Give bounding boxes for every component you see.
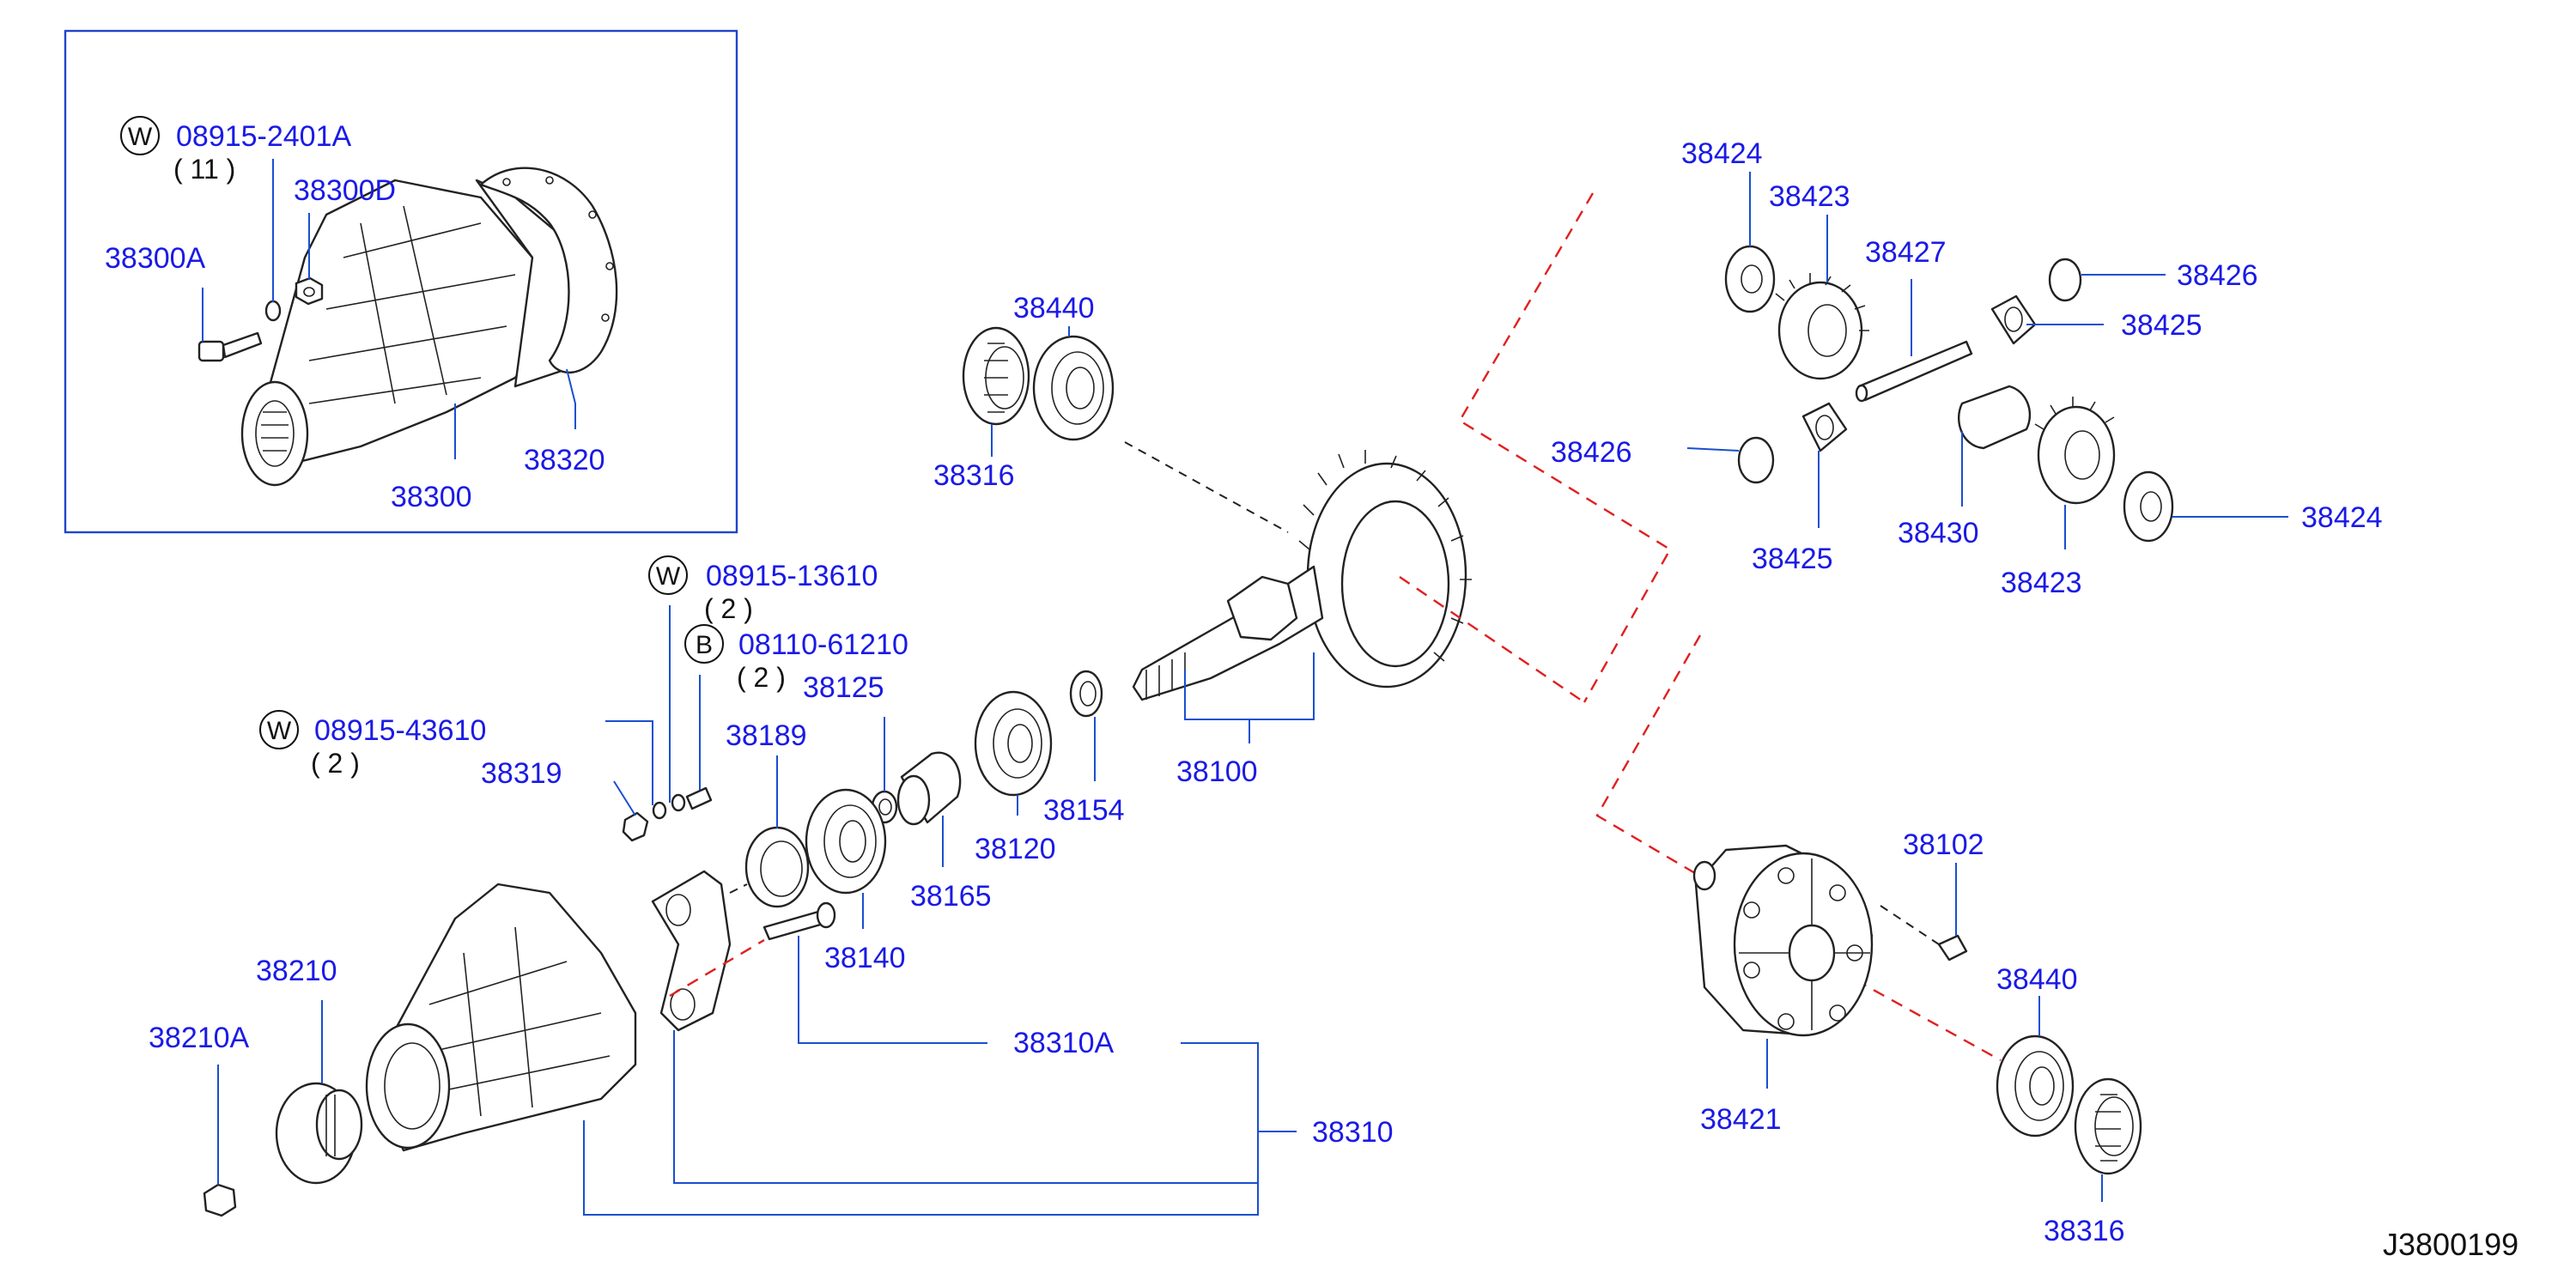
callout-08915-13610[interactable]: 08915-13610 xyxy=(706,560,878,592)
callout-38430[interactable]: 38430 xyxy=(1898,517,1979,549)
part-38423-side-gear-top[interactable] xyxy=(1775,273,1869,380)
part-08110-61210-bolt[interactable] xyxy=(671,786,713,812)
part-38319-breather[interactable] xyxy=(622,811,649,842)
callout-38316-bot[interactable]: 38316 xyxy=(2044,1215,2125,1247)
part-38189-bearing-cup[interactable] xyxy=(744,826,810,908)
callout-qty-2-bolt: ( 2 ) xyxy=(737,662,786,693)
callout-38154[interactable]: 38154 xyxy=(1043,794,1125,827)
callout-38427[interactable]: 38427 xyxy=(1865,236,1947,269)
part-38421-differential-case[interactable] xyxy=(1692,844,1874,1037)
part-38316-side-retainer-top[interactable] xyxy=(962,326,1030,426)
callout-38423-bot[interactable]: 38423 xyxy=(2001,567,2082,599)
part-38424-thrust-washer-top[interactable] xyxy=(1724,245,1776,313)
dash-bolt-to-case xyxy=(1880,905,1940,945)
part-38210A-nut[interactable] xyxy=(203,1183,237,1217)
callout-38440-top[interactable]: 38440 xyxy=(1013,292,1095,325)
callout-38310A[interactable]: 38310A xyxy=(1013,1027,1115,1059)
leader-08915-43610 xyxy=(605,720,653,805)
part-38310A-bolt[interactable] xyxy=(762,901,836,941)
part-38316-side-retainer-bot[interactable] xyxy=(2074,1077,2142,1175)
part-38310-gear-carrier[interactable] xyxy=(365,883,637,1152)
callout-38300A[interactable]: 38300A xyxy=(105,242,206,275)
callout-38425-top[interactable]: 38425 xyxy=(2121,309,2202,342)
callout-38125[interactable]: 38125 xyxy=(803,671,884,704)
callout-qty-11: ( 11 ) xyxy=(173,154,235,185)
leader-38319 xyxy=(613,780,636,816)
callout-38189[interactable]: 38189 xyxy=(726,719,807,752)
callout-38300[interactable]: 38300 xyxy=(391,481,472,513)
callout-qty-2-left: ( 2 ) xyxy=(311,748,360,779)
callout-38120[interactable]: 38120 xyxy=(975,833,1056,865)
tag-bolt: B xyxy=(684,624,724,664)
part-38425-pinion-gear-top[interactable] xyxy=(1990,294,2037,345)
callout-38424-top[interactable]: 38424 xyxy=(1681,137,1763,170)
callout-08915-2401A[interactable]: 08915-2401A xyxy=(176,120,352,153)
diff-internal-leaders xyxy=(1686,172,2288,549)
part-38423-side-gear-bot[interactable] xyxy=(2034,397,2116,505)
callout-38300D[interactable]: 38300D xyxy=(294,174,396,207)
part-38425-pinion-gear-bot[interactable] xyxy=(1801,402,1848,452)
callout-08110-61210[interactable]: 08110-61210 xyxy=(738,628,908,661)
part-38210-companion-flange[interactable] xyxy=(275,1082,363,1185)
callout-38319[interactable]: 38319 xyxy=(481,757,562,790)
diagram-code: J3800199 xyxy=(2383,1227,2518,1262)
leader-38310A xyxy=(798,936,987,1044)
leader-38100-bracket xyxy=(1184,652,1315,743)
callout-38100[interactable]: 38100 xyxy=(1176,755,1258,788)
part-38310-cap[interactable] xyxy=(651,870,732,1032)
svg-text:W: W xyxy=(128,123,153,151)
svg-text:B: B xyxy=(696,631,713,659)
svg-text:W: W xyxy=(267,717,292,745)
tag-washer-left: W xyxy=(259,710,299,749)
part-38300A-bolt[interactable] xyxy=(197,331,263,362)
part-38300D-nut[interactable] xyxy=(295,276,324,306)
svg-text:W: W xyxy=(656,562,681,591)
callout-38210[interactable]: 38210 xyxy=(256,955,337,987)
callout-qty-2-mid: ( 2 ) xyxy=(704,593,753,624)
callout-38316-top[interactable]: 38316 xyxy=(933,459,1015,492)
tag-washer-top: W xyxy=(120,116,160,155)
callout-08915-43610[interactable]: 08915-43610 xyxy=(314,714,486,747)
callout-38210A[interactable]: 38210A xyxy=(149,1022,250,1054)
callout-38424-bot[interactable]: 38424 xyxy=(2301,501,2383,534)
part-38140-bearing[interactable] xyxy=(805,788,887,895)
part-38100-ring-gear-pinion[interactable] xyxy=(1132,450,1472,701)
inset-leaders xyxy=(202,159,576,459)
callout-38140[interactable]: 38140 xyxy=(824,942,906,974)
part-38427-pinion-shaft[interactable] xyxy=(1855,340,1973,403)
part-38154-washer[interactable] xyxy=(1069,670,1103,718)
part-38320-gasket[interactable] xyxy=(479,167,618,373)
part-38120-bearing[interactable] xyxy=(974,690,1053,797)
dash-cup xyxy=(729,883,748,894)
part-38440-bearing-top[interactable] xyxy=(1032,335,1115,441)
callout-38425-bot[interactable]: 38425 xyxy=(1752,543,1833,575)
dash-bearing-to-gear xyxy=(1124,441,1289,533)
dash-cap-to-housing xyxy=(669,938,765,998)
callout-38423-top[interactable]: 38423 xyxy=(1769,180,1850,213)
callout-38320[interactable]: 38320 xyxy=(524,444,605,476)
part-38426-washer-mid[interactable] xyxy=(1737,436,1775,484)
part-38165-spacer[interactable] xyxy=(896,751,962,826)
part-08915-2401A-washer[interactable] xyxy=(264,300,282,322)
part-08915-13610-washer[interactable] xyxy=(652,801,667,820)
callout-38421[interactable]: 38421 xyxy=(1700,1103,1782,1136)
callout-38102[interactable]: 38102 xyxy=(1903,828,1984,861)
callout-38310[interactable]: 38310 xyxy=(1312,1116,1394,1149)
dash-ring-to-case xyxy=(1399,576,1585,703)
part-38440-bearing-bot[interactable] xyxy=(1996,1034,2075,1138)
dash-diff-gears-group xyxy=(1458,192,1672,703)
tag-washer-mid: W xyxy=(648,555,688,595)
part-38426-washer-top[interactable] xyxy=(2048,258,2082,302)
callout-38426-top[interactable]: 38426 xyxy=(2177,259,2258,292)
part-38424-thrust-washer-bot[interactable] xyxy=(2123,470,2174,543)
callout-38165[interactable]: 38165 xyxy=(910,880,992,913)
leader-38310 xyxy=(583,1030,1297,1216)
part-38102-bolt[interactable] xyxy=(1937,934,1968,962)
part-38430-thrust-block[interactable] xyxy=(1958,385,2032,450)
part-38300-carrier-assembly[interactable] xyxy=(240,179,594,487)
callout-38440-bot[interactable]: 38440 xyxy=(1996,963,2078,996)
assembly-inset-frame xyxy=(64,29,738,534)
callout-38426-mid[interactable]: 38426 xyxy=(1551,436,1632,469)
